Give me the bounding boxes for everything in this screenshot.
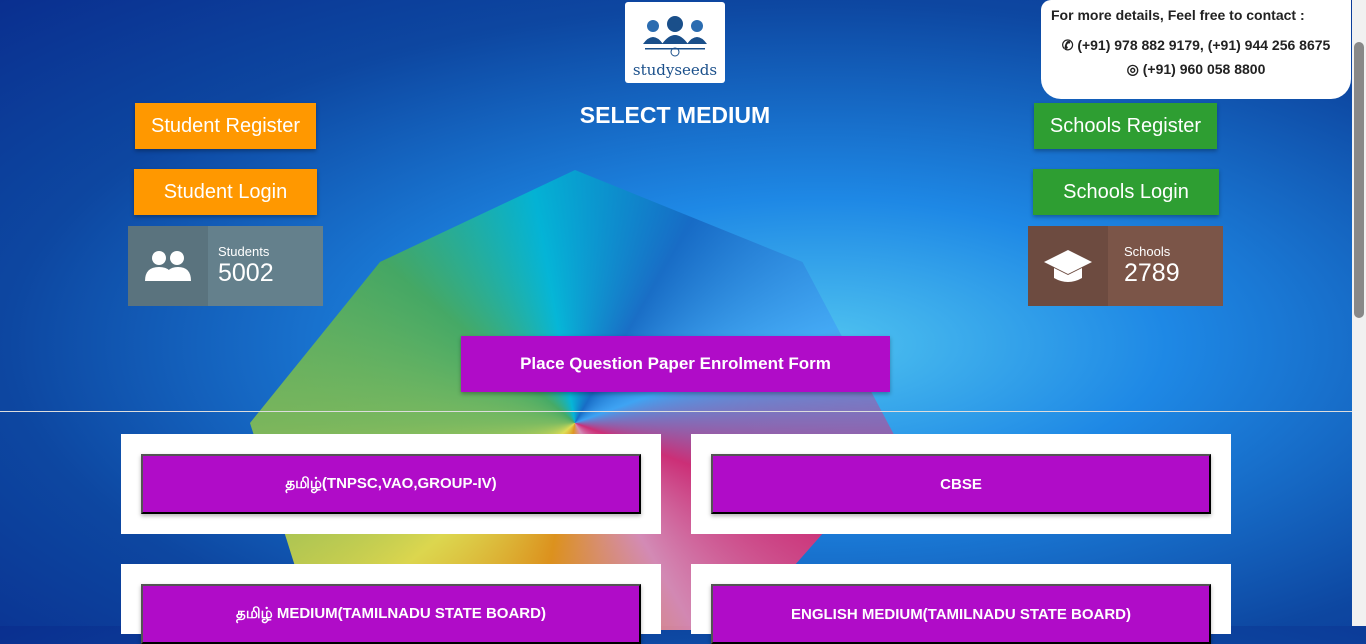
contact-box: For more details, Feel free to contact :… <box>1041 0 1351 99</box>
medium-card: தமிழ் MEDIUM(TAMILNADU STATE BOARD) <box>121 564 661 644</box>
contact-whatsapp: (+91) 960 058 8800 <box>1142 61 1266 77</box>
medium-card: ENGLISH MEDIUM(TAMILNADU STATE BOARD) <box>691 564 1231 644</box>
students-count: 5002 <box>218 259 274 287</box>
contact-heading: For more details, Feel free to contact : <box>1051 7 1305 23</box>
whatsapp-icon: ◎ <box>1126 61 1139 77</box>
background-graphic <box>250 170 900 630</box>
students-label: Students <box>218 244 270 259</box>
studyseeds-logo[interactable]: studyseeds <box>625 2 725 83</box>
schools-register-button[interactable]: Schools Register <box>1034 103 1217 149</box>
graduation-cap-icon <box>1028 226 1108 306</box>
student-login-button[interactable]: Student Login <box>134 169 317 215</box>
contact-phones: (+91) 978 882 9179, (+91) 944 256 8675 <box>1077 37 1331 53</box>
medium-tamil-button[interactable]: தமிழ் MEDIUM(TAMILNADU STATE BOARD) <box>141 584 641 644</box>
students-logo-icon <box>643 16 707 57</box>
page-title: SELECT MEDIUM <box>579 102 771 128</box>
medium-english-button[interactable]: ENGLISH MEDIUM(TAMILNADU STATE BOARD) <box>711 584 1211 644</box>
medium-cbse-button[interactable]: CBSE <box>711 454 1211 514</box>
scrollbar-thumb[interactable] <box>1354 42 1364 318</box>
users-icon <box>128 226 208 306</box>
enrolment-form-button[interactable]: Place Question Paper Enrolment Form <box>461 336 890 392</box>
medium-card: தமிழ்(TNPSC,VAO,GROUP-IV) <box>121 434 661 534</box>
medium-tnpsc-button[interactable]: தமிழ்(TNPSC,VAO,GROUP-IV) <box>141 454 641 514</box>
divider <box>0 411 1352 412</box>
logo-text: studyseeds <box>632 61 718 79</box>
phone-icon: ✆ <box>1061 37 1074 53</box>
student-register-button[interactable]: Student Register <box>135 103 316 149</box>
schools-count: 2789 <box>1124 259 1180 287</box>
schools-label: Schools <box>1124 244 1171 259</box>
schools-login-button[interactable]: Schools Login <box>1033 169 1219 215</box>
medium-card: CBSE <box>691 434 1231 534</box>
